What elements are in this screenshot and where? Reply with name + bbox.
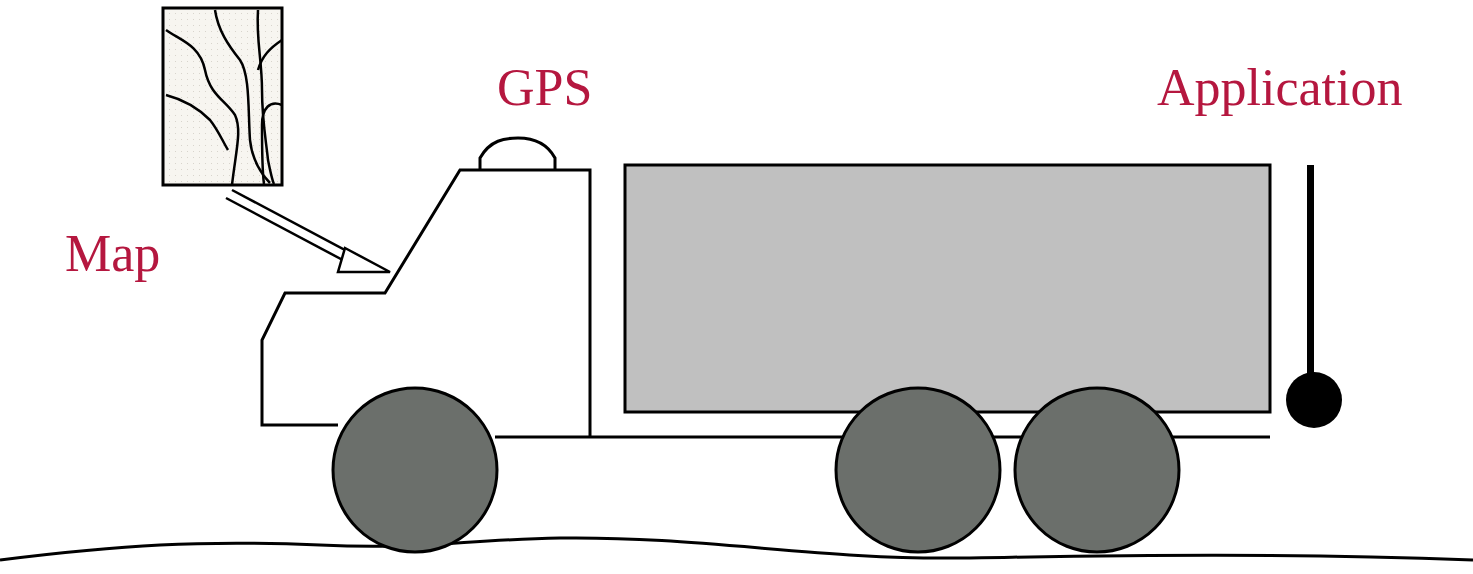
part-label: GPS bbox=[497, 62, 592, 114]
part-label: Application bbox=[1157, 62, 1403, 114]
cargo-box bbox=[625, 165, 1270, 412]
ground-line bbox=[0, 538, 1473, 560]
application-implement bbox=[1286, 165, 1342, 428]
map-arrow bbox=[226, 190, 390, 272]
part-label: Map bbox=[65, 228, 160, 280]
gps-antenna bbox=[480, 138, 555, 170]
map-sheet bbox=[163, 8, 282, 185]
truck-wheels bbox=[333, 388, 1179, 552]
